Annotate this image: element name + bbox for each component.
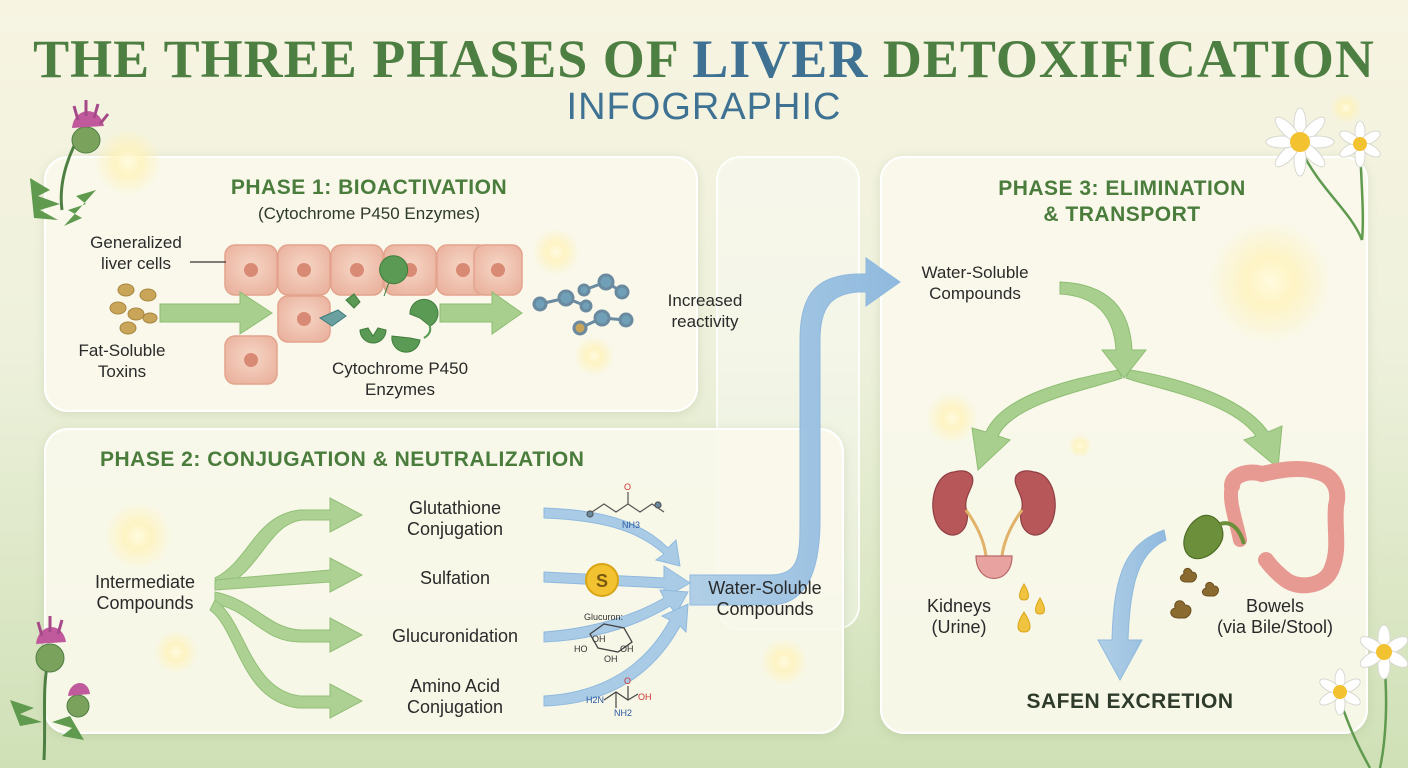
- chem-o-label-2: O: [624, 676, 631, 686]
- fat-soluble-toxins-icon: [109, 283, 158, 335]
- phase3-green-arrows: [971, 281, 1283, 472]
- cytochrome-enzyme-icons: [318, 255, 439, 353]
- phase3-heading: PHASE 3: ELIMINATION & TRANSPORT: [998, 177, 1246, 226]
- phase1-heading: PHASE 1: BIOACTIVATION: [230, 176, 508, 199]
- title-suffix: DETOXIFICATION: [868, 29, 1375, 89]
- phase2-heading: PHASE 2: CONJUGATION & NEUTRALIZATION: [100, 448, 585, 471]
- sulfation-label: Sulfation: [419, 568, 491, 588]
- phase2-blue-arrows: [543, 507, 691, 707]
- cytochrome-enzymes-label: Cytochrome P450 Enzymes: [331, 359, 469, 399]
- chamomile-icon: [1319, 624, 1408, 768]
- bowels-label: Bowels (via Bile/Stool): [1216, 596, 1334, 637]
- chem-oh-label-2: OH: [620, 644, 634, 654]
- enzyme-curl-arrow: [423, 321, 432, 339]
- chem-oh-label-3: OH: [604, 654, 618, 664]
- chem-h2n-label: H2N: [586, 695, 604, 705]
- sulfur-symbol: S: [596, 571, 608, 591]
- chem-ho-label: HO: [574, 644, 588, 654]
- chem-o-label: O: [624, 482, 631, 492]
- glow-decorations: [94, 92, 1362, 686]
- final-excretion-label: SAFEN EXCRETION: [1026, 690, 1234, 713]
- intermediate-compounds-label: Intermediate Compounds: [94, 572, 196, 613]
- phase3-water-soluble-label: Water-Soluble Compounds: [921, 263, 1029, 303]
- amino-acid-molecule-icon: [603, 686, 639, 708]
- glucuronic-ring-icon: [589, 623, 633, 653]
- increased-reactivity-label: Increased reactivity: [667, 291, 743, 331]
- amino-acid-conjugation-label: Amino Acid Conjugation: [406, 676, 504, 717]
- milk-thistle-icon: [10, 616, 90, 761]
- chem-oh-label-1: OH: [592, 634, 606, 644]
- excretion-blue-arrow: [1097, 529, 1167, 682]
- chem-nh2-label: NH2: [614, 708, 632, 718]
- page-title: THE THREE PHASES OF LIVER DETOXIFICATION: [0, 28, 1408, 90]
- phase2-to-phase3-arrow: [689, 257, 901, 606]
- kidneys-label: Kidneys (Urine): [926, 596, 992, 637]
- title-highlight: LIVER: [692, 29, 869, 89]
- stool-icons: [1170, 567, 1219, 619]
- phase1-subheading: (Cytochrome P450 Enzymes): [257, 204, 481, 223]
- title-prefix: THE THREE PHASES OF: [33, 29, 693, 89]
- title-block: THE THREE PHASES OF LIVER DETOXIFICATION…: [0, 28, 1408, 129]
- chem-nh3-label: NH3: [622, 520, 640, 530]
- kidney-icon: [932, 470, 1056, 580]
- chamomile-icon: [1265, 107, 1381, 241]
- colon-icon: [1224, 460, 1346, 594]
- page-subtitle: INFOGRAPHIC: [566, 86, 842, 128]
- phase2-green-arrows: [209, 497, 364, 719]
- glutathione-conjugation-label: Glutathione Conjugation: [406, 498, 504, 539]
- gallbladder-icon: [1183, 514, 1246, 560]
- droplet-icons: [1017, 583, 1045, 633]
- reactive-molecules-icon: [532, 273, 634, 336]
- fat-soluble-toxins-label: Fat-Soluble Toxins: [78, 341, 166, 381]
- sulfur-icon: S: [585, 563, 619, 597]
- milk-thistle-icon: [30, 100, 110, 226]
- phase1-arrows: [159, 291, 523, 335]
- chem-oh-label-4: OH: [638, 692, 652, 702]
- glutathione-molecule-icon: [586, 492, 665, 518]
- liver-cells-label: Generalized liver cells: [90, 233, 182, 273]
- glucuronidation-label: Glucuronidation: [391, 626, 519, 646]
- glucuronic-label: Glucuron:: [584, 612, 623, 622]
- phase2-water-soluble-label: Water-Soluble Compounds: [708, 578, 822, 619]
